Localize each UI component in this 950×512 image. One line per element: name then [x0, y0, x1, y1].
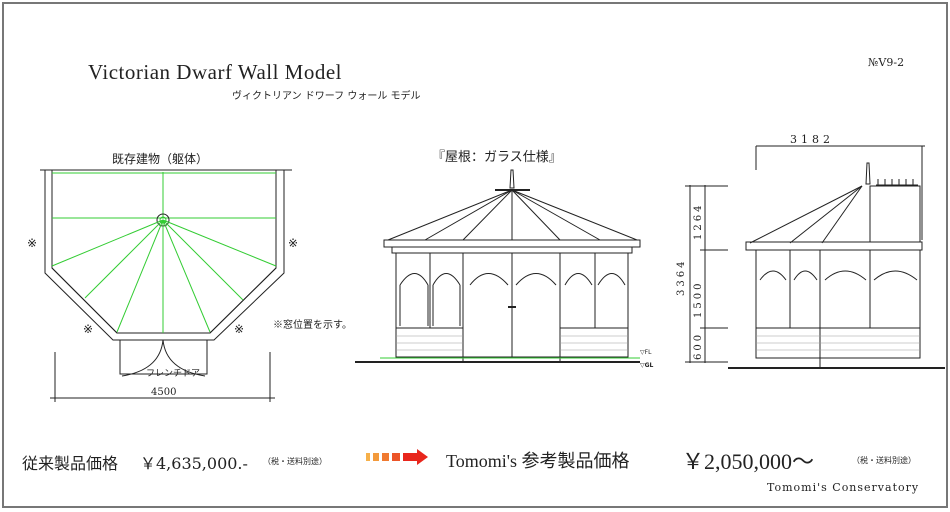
french-door-label: フレンチドア [146, 369, 201, 379]
old-price-label: 従来製品価格 [22, 454, 119, 473]
existing-building-label: 既存建物（躯体） [112, 152, 209, 166]
plan-view [40, 169, 292, 402]
window-mark: ※ [288, 236, 299, 250]
company-name: Tomomi's Conservatory [767, 481, 920, 494]
window-height-dimension: 1500 [693, 280, 704, 318]
wall-height-dimension: 600 [693, 331, 704, 360]
window-mark: ※ [83, 322, 94, 336]
old-tax-note: （税・送料別途） [263, 457, 327, 466]
front-elevation [355, 169, 641, 363]
page-subtitle: ヴィクトリアン ドワーフ ウォール モデル [232, 91, 421, 102]
plan-width-dimension: 4500 [151, 387, 177, 398]
window-mark: ※ [234, 322, 245, 336]
roof-height-dimension: 1264 [693, 202, 704, 240]
side-width-dimension: 3182 [790, 133, 834, 146]
new-tax-note: （税・送料別途） [852, 456, 916, 465]
price-arrow-icon [366, 449, 428, 465]
window-mark: ※ [27, 236, 38, 250]
window-note: ※窓位置を示す。 [273, 320, 352, 331]
gl-label: ▽GL [640, 362, 654, 369]
roof-spec-label: 『屋根：ガラス仕様』 [432, 150, 562, 165]
model-number: №V9-2 [868, 56, 905, 69]
new-price: ￥2,050,000～ [682, 449, 815, 474]
page-title: Victorian Dwarf Wall Model [88, 60, 343, 84]
old-price: ￥4,635,000.- [140, 454, 248, 473]
new-price-label: Tomomi's 参考製品価格 [446, 451, 630, 471]
side-elevation [685, 145, 945, 369]
fl-label: ▽FL [640, 349, 652, 356]
total-height-dimension: 3364 [676, 258, 687, 296]
